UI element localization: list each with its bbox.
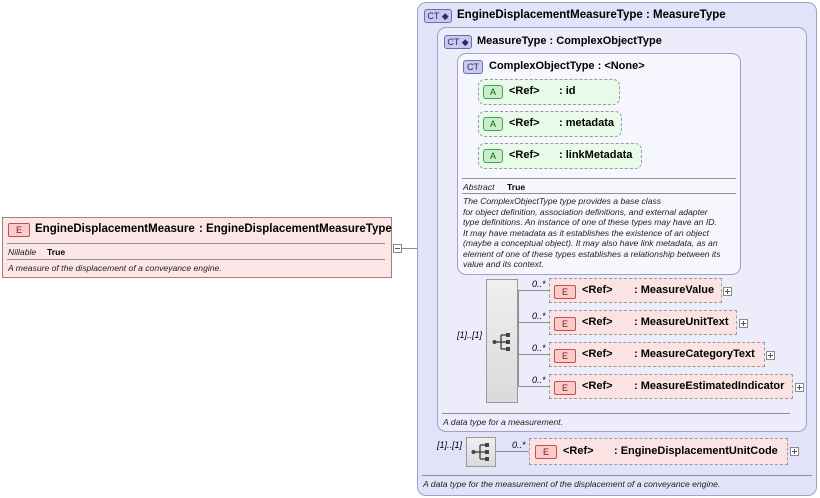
element-badge: E <box>554 317 576 331</box>
attribute-ref: <Ref> <box>509 117 540 129</box>
doc-line: The ComplexObjectType type provides a ba… <box>463 196 662 206</box>
measure-type-doc: A data type for a measurement. <box>443 417 564 427</box>
element-ref: <Ref> <box>582 284 613 296</box>
element-measure-estimated-indicator[interactable]: E <Ref> : MeasureEstimatedIndicator <box>549 374 793 399</box>
expand-toggle[interactable] <box>723 287 732 296</box>
root-element-doc: A measure of the displacement of a conve… <box>8 263 222 273</box>
abstract-value: True <box>507 182 526 192</box>
element-name: : MeasureCategoryText <box>634 348 755 360</box>
doc-line: for object definition, association defin… <box>463 206 708 217</box>
element-measure-unit-text[interactable]: E <Ref> : MeasureUnitText <box>549 310 737 335</box>
element-name: : MeasureEstimatedIndicator <box>634 380 785 392</box>
element-ref: <Ref> <box>582 348 613 360</box>
element-ref: <Ref> <box>582 316 613 328</box>
branch-connector <box>518 386 550 387</box>
root-element-box[interactable]: E EngineDisplacementMeasure : EngineDisp… <box>2 217 392 278</box>
element-name: : MeasureUnitText <box>634 316 729 328</box>
element-multiplicity: 0..* <box>532 311 546 321</box>
complex-type-badge: CT ◆ <box>444 35 472 49</box>
element-engine-displacement-unit-code[interactable]: E <Ref> : EngineDisplacementUnitCode <box>529 438 788 465</box>
sequence-compositor[interactable] <box>466 437 496 467</box>
attribute-name: : id <box>559 85 576 97</box>
root-element-type: : EngineDisplacementMeasureType <box>199 223 392 235</box>
doc-line: It may have metadata as it establishes t… <box>463 227 710 238</box>
nillable-value: True <box>47 247 66 257</box>
doc-line: (maybe a conceptual object). It may also… <box>463 238 718 248</box>
attribute-id[interactable]: A <Ref> : id <box>478 79 620 105</box>
element-badge: E <box>554 381 576 395</box>
element-ref: <Ref> <box>563 445 594 457</box>
sequence-multiplicity: [1]..[1] <box>457 330 483 340</box>
attribute-name: : linkMetadata <box>559 149 633 161</box>
doc-line: value and its context. <box>463 259 544 269</box>
element-multiplicity: 0..* <box>512 440 526 450</box>
expand-toggle[interactable] <box>739 319 748 328</box>
complex-type-badge: CT <box>463 60 483 74</box>
branch-connector <box>518 290 550 291</box>
divider <box>442 413 790 414</box>
divider <box>462 193 736 194</box>
attribute-metadata[interactable]: A <Ref> : metadata <box>478 111 622 137</box>
element-name: : MeasureValue <box>634 284 715 296</box>
attribute-badge: A <box>483 85 503 99</box>
complex-type-badge: CT ◆ <box>424 9 452 23</box>
attribute-linkmetadata[interactable]: A <Ref> : linkMetadata <box>478 143 642 169</box>
measure-type-title: MeasureType : ComplexObjectType <box>477 35 662 47</box>
attribute-badge: A <box>483 117 503 131</box>
complex-object-type-title: ComplexObjectType : <None> <box>489 60 645 72</box>
attribute-badge: A <box>483 149 503 163</box>
element-badge: E <box>554 285 576 299</box>
element-multiplicity: 0..* <box>532 279 546 289</box>
attribute-ref: <Ref> <box>509 149 540 161</box>
element-badge: E <box>535 445 557 459</box>
outer-type-doc: A data type for the measurement of the d… <box>423 479 721 489</box>
branch-connector <box>518 354 550 355</box>
connector-root-to-type <box>402 248 428 249</box>
element-measure-value[interactable]: E <Ref> : MeasureValue <box>549 278 722 303</box>
outer-type-title: EngineDisplacementMeasureType : MeasureT… <box>457 9 726 21</box>
element-measure-category-text[interactable]: E <Ref> : MeasureCategoryText <box>549 342 765 367</box>
element-badge: E <box>8 223 30 237</box>
doc-line: element of one of these types establishe… <box>463 248 721 259</box>
sequence-icon <box>471 443 489 461</box>
complex-object-type-doc: The ComplexObjectType type provides a ba… <box>463 196 721 270</box>
element-multiplicity: 0..* <box>532 375 546 385</box>
abstract-label: Abstract <box>463 182 495 192</box>
nillable-label: Nillable <box>8 247 37 257</box>
attribute-name: : metadata <box>559 117 615 129</box>
element-ref: <Ref> <box>582 380 613 392</box>
attribute-ref: <Ref> <box>509 85 540 97</box>
element-name: : EngineDisplacementUnitCode <box>614 445 778 457</box>
element-badge: E <box>554 349 576 363</box>
sequence-branch-line <box>518 290 519 386</box>
doc-line: type definitions. An instance of one of … <box>463 217 717 227</box>
branch-connector <box>518 322 550 323</box>
collapse-toggle[interactable] <box>393 244 402 253</box>
sequence-multiplicity: [1]..[1] <box>437 440 463 450</box>
sequence-compositor[interactable] <box>486 279 518 403</box>
divider <box>7 243 385 244</box>
sequence-icon <box>492 333 510 351</box>
root-element-name: EngineDisplacementMeasure <box>35 223 195 235</box>
divider <box>462 178 736 179</box>
expand-toggle[interactable] <box>795 383 804 392</box>
branch-connector <box>496 451 530 452</box>
element-multiplicity: 0..* <box>532 343 546 353</box>
expand-toggle[interactable] <box>790 447 799 456</box>
expand-toggle[interactable] <box>766 351 775 360</box>
divider <box>7 259 385 260</box>
divider <box>422 475 812 476</box>
